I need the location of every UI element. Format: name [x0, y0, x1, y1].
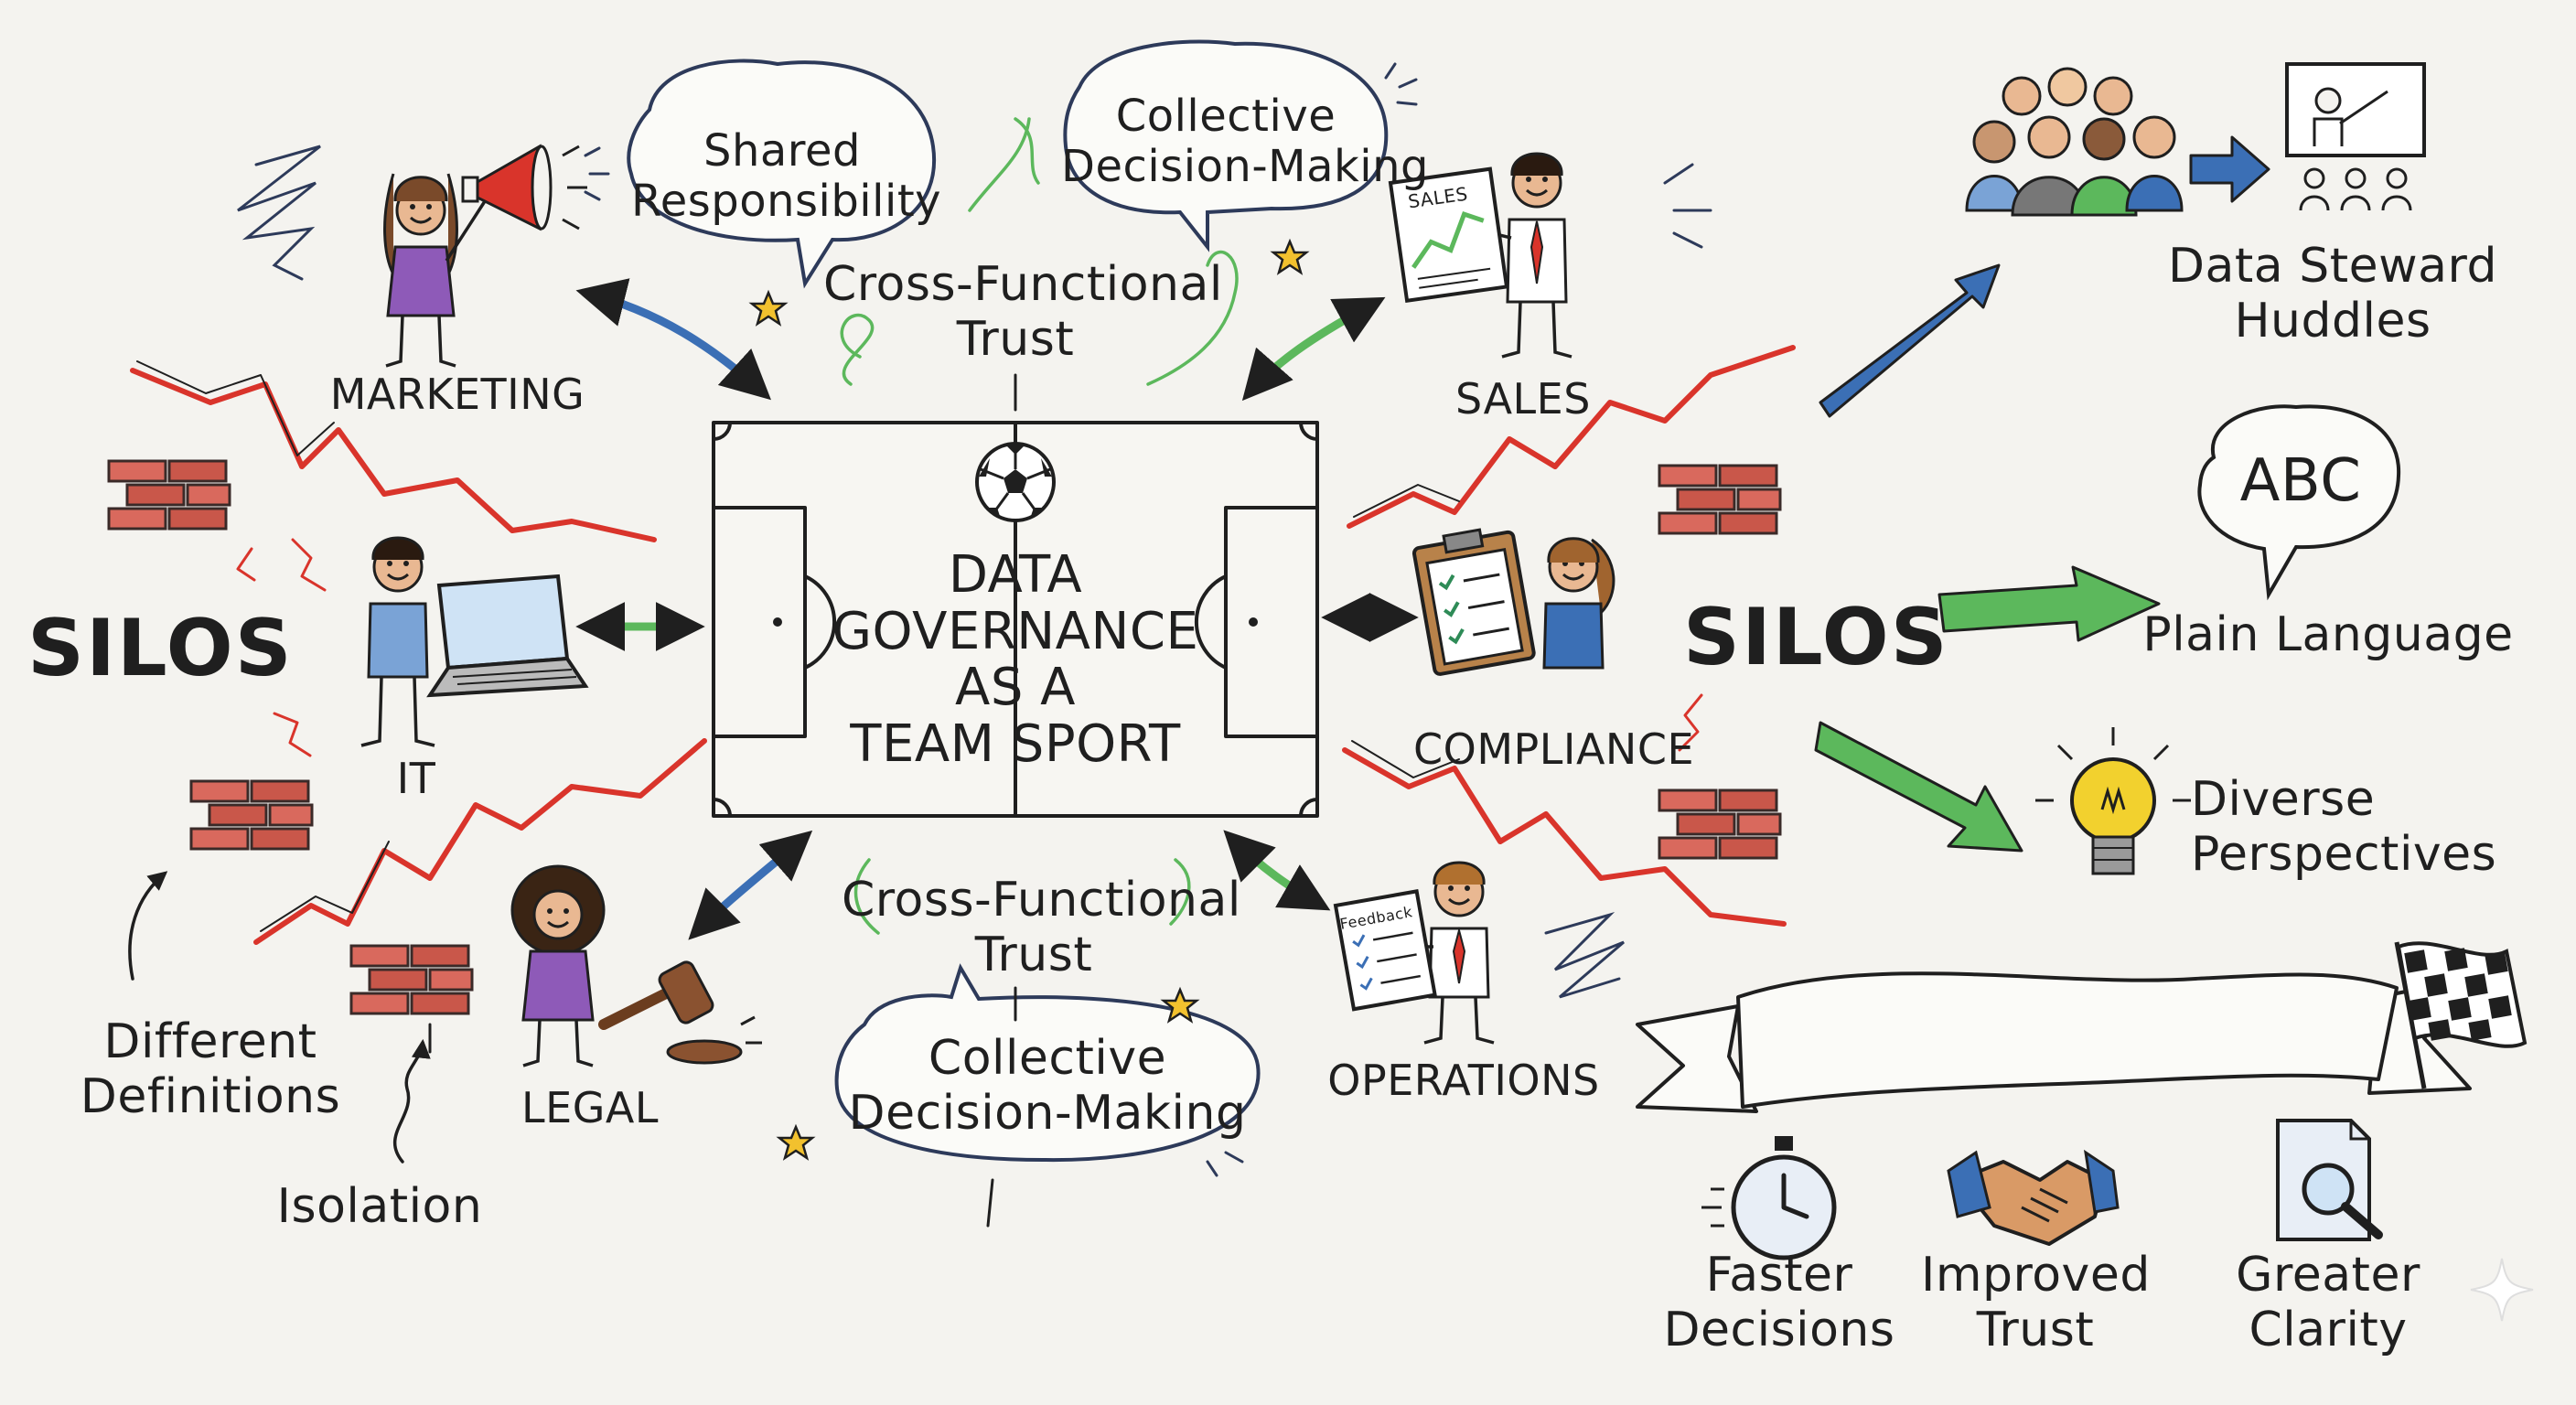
- connector-ticks: [428, 373, 1017, 1228]
- abc-text: ABC: [2239, 447, 2362, 515]
- soccer-ball-icon: [975, 442, 1056, 522]
- sparkle-watermark-icon: [2470, 1258, 2534, 1322]
- handshake-icon: [1947, 1149, 2120, 1246]
- solution-data-steward-huddles: Data Steward Huddles: [2168, 239, 2497, 349]
- it-person: [360, 536, 435, 747]
- silos-label-left: SILOS: [27, 603, 294, 694]
- silo-crack-lines: [130, 345, 1796, 945]
- title-line: DATA: [948, 545, 1083, 605]
- outcome-greater-clarity: Greater Clarity: [2236, 1248, 2420, 1357]
- team-label-compliance: COMPLIANCE: [1413, 724, 1695, 774]
- bubble-collective-decision-top: Collective Decision-Making: [1061, 91, 1430, 193]
- team-label-legal: LEGAL: [521, 1083, 659, 1132]
- solution-plain-language: Plain Language: [2142, 607, 2514, 662]
- clipboard-icon: [1411, 528, 1536, 676]
- team-arrows: [575, 278, 1419, 940]
- silos-label-right: SILOS: [1683, 592, 1949, 683]
- laptop-icon: [426, 574, 589, 698]
- lightbulb-icon: [2035, 727, 2191, 875]
- outcome-faster-decisions: Faster Decisions: [1663, 1248, 1895, 1357]
- operations-person: [1400, 861, 1495, 1045]
- sales-person: [1472, 152, 1572, 359]
- team-label-it: IT: [396, 754, 436, 803]
- team-label-sales: SALES: [1455, 374, 1591, 424]
- bubble-collective-decision-bottom: Collective Decision-Making: [848, 1031, 1247, 1141]
- sales-chart-icon: [1388, 166, 1509, 303]
- magnifier-document-icon: [2276, 1119, 2383, 1241]
- problem-different-definitions: Different Definitions: [80, 1014, 341, 1124]
- outcome-improved-trust: Improved Trust: [1921, 1248, 2151, 1357]
- problem-arrows: [128, 871, 431, 1164]
- checkered-flag-icon: [2394, 941, 2528, 1089]
- title-line: AS A: [955, 658, 1076, 718]
- bubble-shapes: [627, 39, 1389, 1163]
- title-line: TEAM SPORT: [850, 713, 1181, 774]
- feedback-form-icon: [1333, 889, 1437, 1012]
- marketing-person: [383, 173, 487, 368]
- trust-label-top: Cross-Functional Trust: [823, 257, 1223, 367]
- bubble-shared-responsibility: Shared Responsibility: [631, 125, 942, 228]
- gavel-icon: [598, 960, 762, 1065]
- title-line: GOVERNANCE: [832, 601, 1199, 661]
- presentation-icon: [2285, 62, 2426, 211]
- team-label-operations: OPERATIONS: [1327, 1056, 1600, 1105]
- problem-isolation: Isolation: [276, 1179, 483, 1234]
- central-title: DATA GOVERNANCE AS A TEAM SPORT: [796, 547, 1235, 772]
- scribbles: [237, 145, 1625, 999]
- victory-banner: [1636, 971, 2472, 1113]
- compliance-person: [1542, 537, 1615, 670]
- sparkle-marks: [584, 62, 1712, 1177]
- squiggles: [840, 117, 1239, 935]
- team-label-marketing: MARKETING: [329, 370, 585, 419]
- solution-diverse-perspectives: Diverse Perspectives: [2191, 772, 2497, 882]
- stopwatch-icon: [1701, 1136, 1837, 1260]
- trust-label-bottom: Cross-Functional Trust: [842, 873, 1241, 982]
- megaphone-icon: [461, 144, 587, 231]
- legal-person: [510, 864, 606, 1067]
- solution-arrows: [1814, 135, 2270, 853]
- abc-bubble-icon: [2197, 404, 2401, 601]
- huddle-group-icon: [1965, 67, 2184, 217]
